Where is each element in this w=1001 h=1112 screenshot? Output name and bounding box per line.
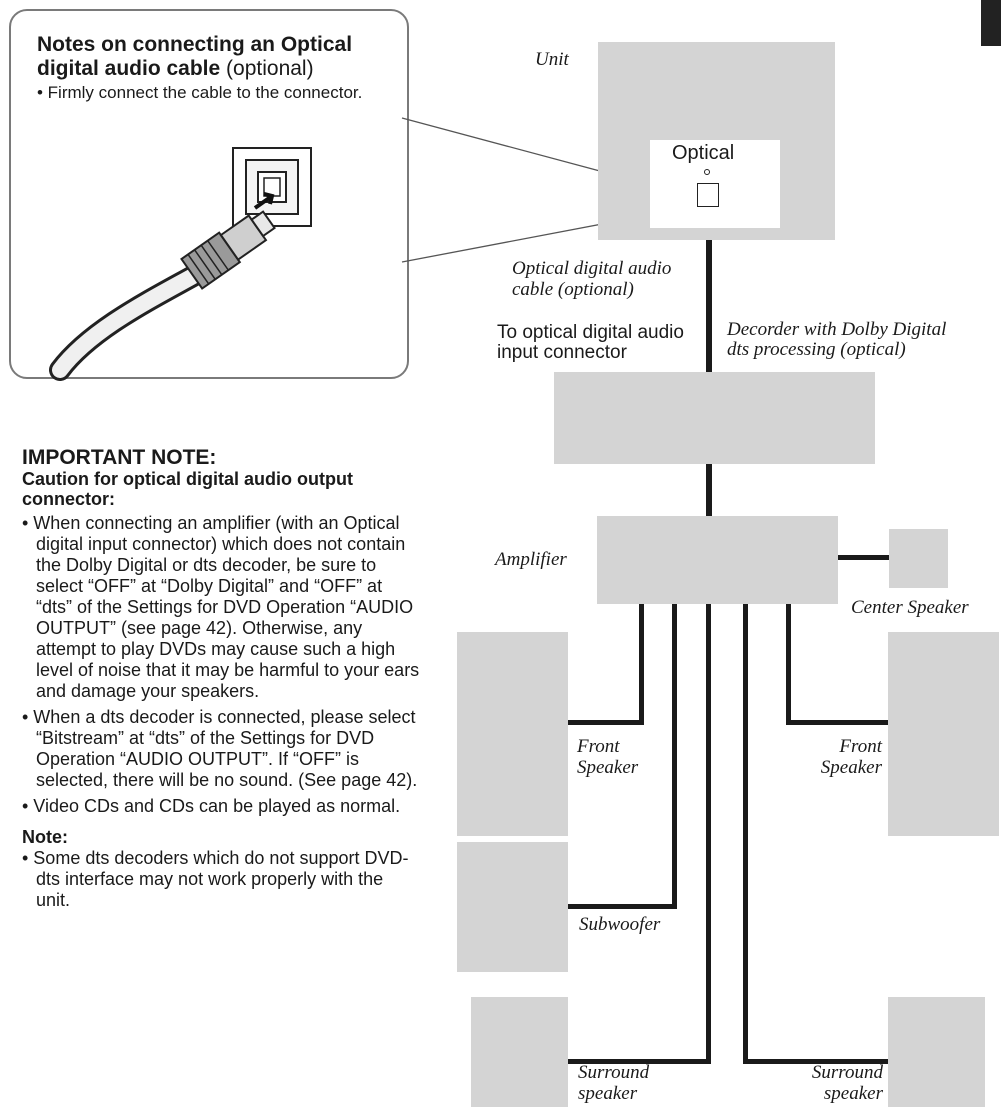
center-speaker-box [889, 529, 948, 588]
callout-title-text: Notes on connecting an Optical digital a… [37, 33, 353, 80]
decoder-label: Decorder with Dolby Digital dts processi… [727, 319, 947, 360]
surround-left-label: Surround speaker [578, 1062, 650, 1104]
important-note-heading: IMPORTANT NOTE: [22, 446, 217, 469]
decoder-box [554, 372, 875, 464]
optical-cable-plug-icon [49, 192, 276, 381]
to-input-label: To optical digital audio input connector [497, 322, 684, 363]
front-right-label: Front Speaker [820, 736, 882, 778]
wire-unit-decoder [706, 240, 712, 372]
wire-surround-right-v [743, 604, 748, 1064]
optical-port-icon [697, 183, 719, 207]
center-speaker-label: Center Speaker [851, 597, 969, 618]
subwoofer-box [457, 842, 568, 972]
wire-surround-right-h [743, 1059, 888, 1064]
surround-right-label: Surround speaker [811, 1062, 883, 1104]
caution-bullet-2: • When a dts decoder is connected, pleas… [22, 707, 418, 790]
optical-label: Optical [672, 142, 735, 164]
optical-indicator-icon [704, 169, 710, 175]
amplifier-box [597, 516, 838, 604]
front-speaker-left-box [457, 632, 568, 836]
cable-label: Optical digital audio cable (optional) [512, 258, 672, 300]
note-heading: Note: [22, 827, 68, 847]
wire-front-left-h [568, 720, 644, 725]
callout-title: Notes on connecting an Optical digital a… [37, 33, 417, 81]
caution-bullet-1: • When connecting an amplifier (with an … [22, 513, 420, 701]
wire-decoder-amplifier [706, 464, 712, 516]
wire-front-right-v [786, 604, 791, 725]
amplifier-label: Amplifier [495, 549, 567, 570]
wire-center [838, 555, 889, 560]
wire-surround-left-v [706, 604, 711, 1064]
wire-subwoofer-h [568, 904, 677, 909]
front-left-label: Front Speaker [577, 736, 639, 778]
unit-label: Unit [535, 49, 569, 70]
caution-bullet-3: • Video CDs and CDs can be played as nor… [22, 796, 401, 816]
wire-front-left-v [639, 604, 644, 725]
wire-front-right-h [786, 720, 888, 725]
caution-heading: Caution for optical digital audio output… [22, 469, 353, 509]
optical-socket-icon [232, 147, 312, 227]
surround-speaker-left-box [471, 997, 568, 1107]
callout-title-optional: (optional) [226, 57, 314, 80]
optical-cable-callout: Notes on connecting an Optical digital a… [9, 9, 409, 379]
wire-subwoofer-v [672, 604, 677, 909]
wire-surround-left-h [568, 1059, 711, 1064]
callout-bullet: • Firmly connect the cable to the connec… [37, 83, 363, 102]
note-bullet: • Some dts decoders which do not support… [22, 848, 409, 910]
important-notes: IMPORTANT NOTE: Caution for optical digi… [22, 447, 422, 916]
subwoofer-label: Subwoofer [579, 914, 661, 935]
surround-speaker-right-box [888, 997, 985, 1107]
page-tab-marker [981, 0, 1001, 46]
front-speaker-right-box [888, 632, 999, 836]
